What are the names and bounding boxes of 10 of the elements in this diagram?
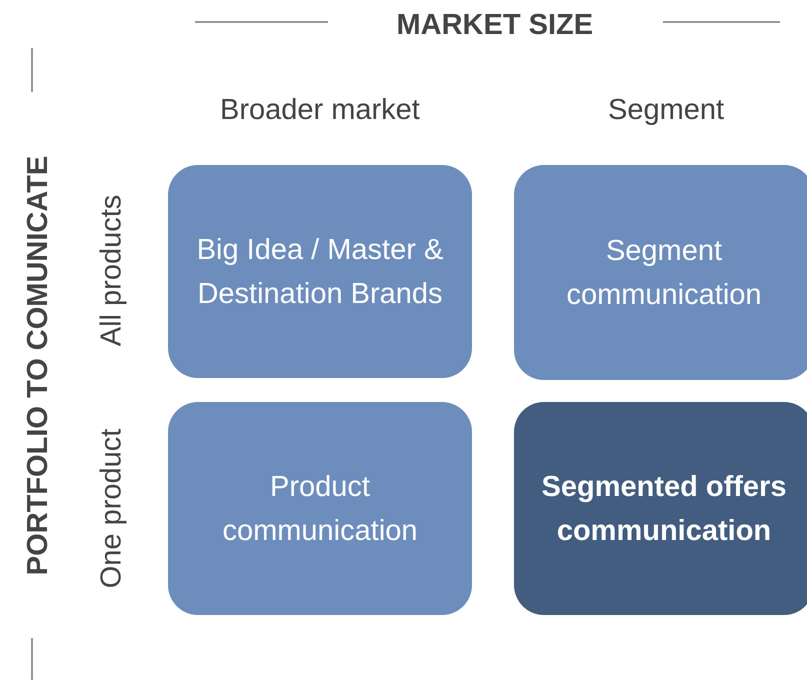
row-header: All products [95, 194, 128, 346]
matrix-cell-box: Segment communication [514, 165, 807, 380]
matrix-cell-box: Big Idea / Master & Destination Brands [168, 165, 472, 378]
matrix-cell-box: Segmented offers communication [514, 402, 807, 615]
row-header: One product [95, 428, 128, 588]
column-header: Segment [608, 94, 724, 126]
axis-title: PORTFOLIO TO COMUNICATE [22, 155, 55, 575]
column-header: Broader market [220, 94, 420, 126]
matrix-cell-box: Product communication [168, 402, 472, 615]
axis-title: MARKET SIZE [396, 8, 594, 42]
